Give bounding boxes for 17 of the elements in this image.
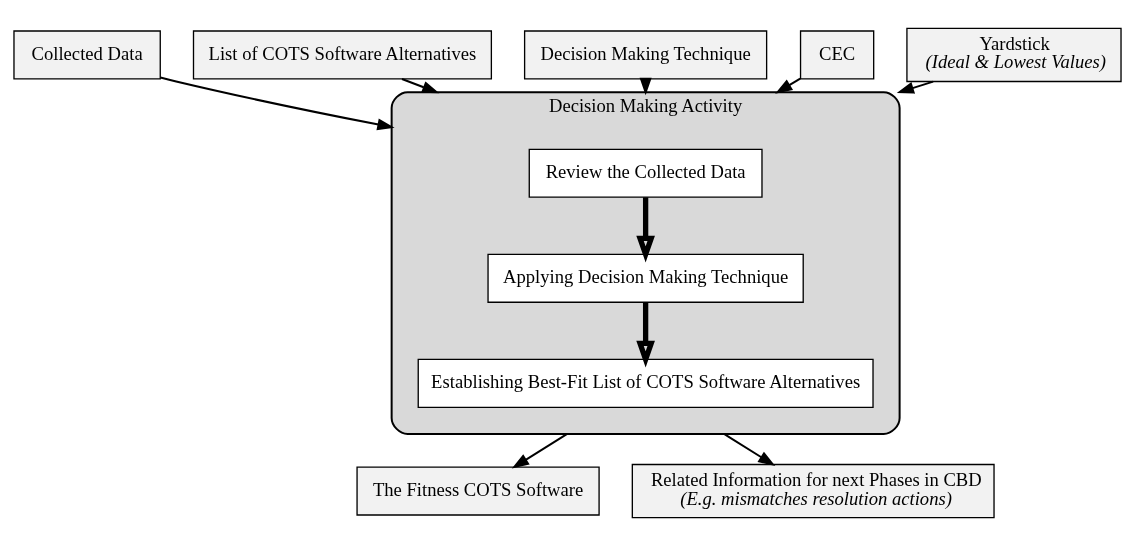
node-box: List of COTS Software Alternatives [192, 30, 493, 80]
node-box: Establishing Best-Fit List of COTS Software Alternatives [417, 358, 874, 408]
arrow [723, 432, 776, 466]
node-box: Collected Data [13, 30, 161, 80]
arrow [896, 80, 935, 94]
arrow [775, 77, 802, 94]
arrow [400, 77, 440, 94]
arrow [159, 76, 395, 131]
node-box: Yardstick (Ideal & Lowest Values) [906, 27, 1122, 83]
node-box: The Fitness COTS Software [356, 466, 600, 516]
node-box: Applying Decision Making Technique [487, 253, 804, 303]
arrow [636, 302, 655, 368]
arrow [511, 432, 569, 469]
node-box: Review the Collected Data [528, 148, 763, 198]
node-box: CEC [799, 30, 875, 80]
arrow [636, 197, 655, 263]
node-box: Related Information for next Phases in CBD (E.g. mismatches resolution actions) [631, 463, 995, 519]
